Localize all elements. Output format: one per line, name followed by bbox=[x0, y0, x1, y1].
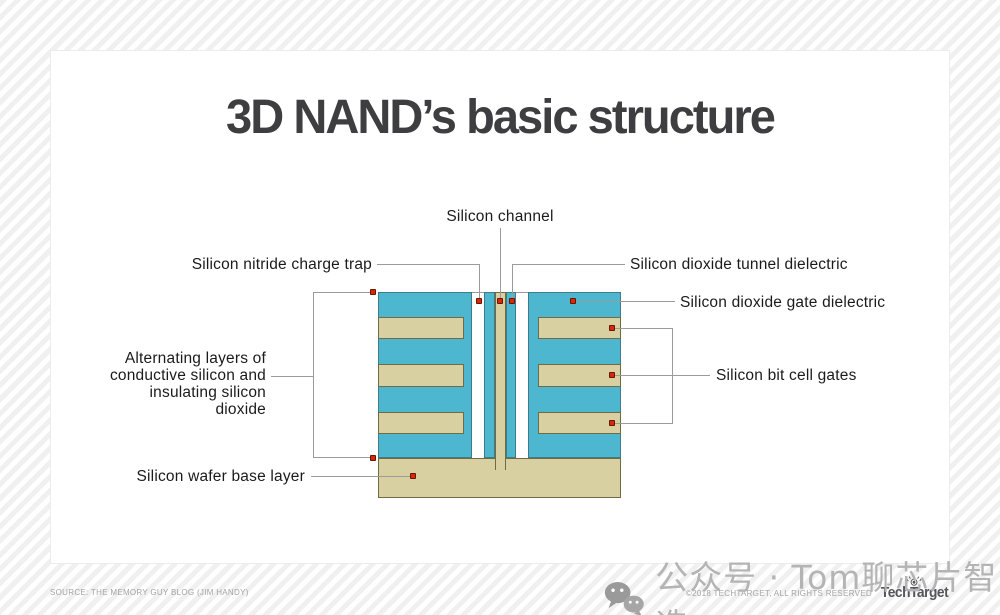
leader-line-wafer-base bbox=[311, 476, 411, 477]
watermark-text: 公众号 · Tom聊芯片智造 bbox=[655, 558, 998, 615]
marker-dot-alternating-bottom bbox=[370, 455, 376, 461]
label-line: insulating silicon bbox=[149, 384, 266, 401]
leader-line-silicon-channel bbox=[500, 228, 501, 301]
charge-trap-gap-right bbox=[516, 292, 528, 458]
copyright-block: ©2018 TECHTARGET, ALL RIGHTS RESERVED Te… bbox=[685, 575, 950, 601]
tunnel-dielectric-strip-right bbox=[506, 292, 516, 458]
marker-dot-bit-cell-gate-3 bbox=[609, 420, 615, 426]
marker-dot-wafer-base bbox=[410, 473, 416, 479]
label-line: Alternating layers of bbox=[124, 350, 266, 367]
leader-line-bit-cell-gates bbox=[612, 423, 672, 424]
leader-line-bit-cell-gates bbox=[612, 375, 710, 376]
techtarget-logo: TechTarget bbox=[880, 575, 949, 601]
copyright-text: ©2018 TECHTARGET, ALL RIGHTS RESERVED bbox=[685, 588, 872, 598]
marker-dot-bit-cell-gate-2 bbox=[609, 372, 615, 378]
label-alternating-layers: Alternating layers of conductive silicon… bbox=[91, 350, 266, 418]
bracket-bit-cell-gates bbox=[672, 328, 673, 424]
label-line: dioxide bbox=[215, 401, 266, 418]
marker-dot-tunnel-dielectric bbox=[509, 298, 515, 304]
techtarget-scope-icon bbox=[906, 575, 922, 586]
label-wafer-base: Silicon wafer base layer bbox=[136, 468, 305, 485]
bracket-alternating-layers bbox=[313, 292, 314, 458]
marker-dot-bit-cell-gate-1 bbox=[609, 325, 615, 331]
tunnel-dielectric-strip-left bbox=[484, 292, 495, 458]
bit-cell-gate-bar bbox=[378, 364, 464, 387]
leader-line-gate-dielectric bbox=[573, 301, 675, 302]
label-tunnel-dielectric: Silicon dioxide tunnel dielectric bbox=[630, 256, 848, 273]
leader-line-alternating-layers bbox=[271, 376, 313, 377]
leader-line-tunnel-dielectric bbox=[512, 264, 625, 265]
source-credit: SOURCE: THE MEMORY GUY BLOG (JIM HANDY) bbox=[50, 588, 249, 597]
label-charge-trap: Silicon nitride charge trap bbox=[191, 256, 372, 273]
label-bit-cell-gates: Silicon bit cell gates bbox=[716, 367, 857, 384]
page-title: 3D NAND’s basic structure bbox=[226, 91, 776, 144]
bracket-alternating-layers bbox=[313, 457, 373, 458]
marker-dot-charge-trap bbox=[476, 298, 482, 304]
marker-dot-alternating-top bbox=[370, 289, 376, 295]
watermark: 公众号 · Tom聊芯片智造 bbox=[603, 551, 1000, 615]
label-gate-dielectric: Silicon dioxide gate dielectric bbox=[680, 294, 886, 311]
leader-line-bit-cell-gates bbox=[612, 328, 672, 329]
techtarget-wordmark: TechTarget bbox=[880, 585, 949, 601]
leader-line-tunnel-dielectric bbox=[512, 264, 513, 301]
charge-trap-gap-left bbox=[472, 292, 484, 458]
label-line: conductive silicon and bbox=[109, 367, 266, 384]
bit-cell-gate-bar bbox=[378, 412, 464, 434]
label-silicon-channel: Silicon channel bbox=[446, 208, 554, 225]
silicon-channel-shape bbox=[495, 292, 506, 470]
leader-line-charge-trap bbox=[479, 264, 480, 301]
leader-line-charge-trap bbox=[377, 264, 480, 265]
bit-cell-gate-bar bbox=[378, 317, 464, 339]
wechat-icon bbox=[604, 582, 644, 615]
bracket-alternating-layers bbox=[313, 292, 373, 293]
marker-dot-silicon-channel bbox=[497, 298, 503, 304]
marker-dot-gate-dielectric bbox=[570, 298, 576, 304]
